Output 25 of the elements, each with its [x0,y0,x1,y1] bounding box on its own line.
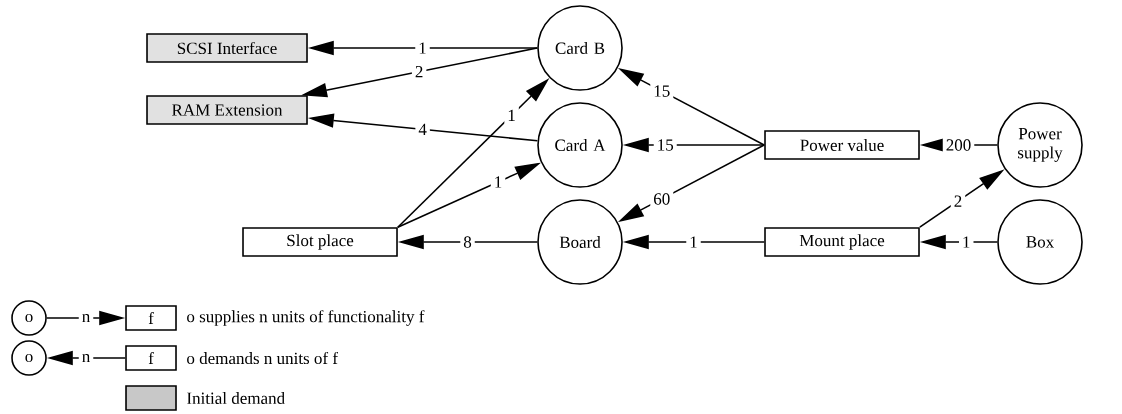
legend-text: o demands n units of f [187,351,338,365]
edge-label: 60 [654,193,670,205]
edge-label: 1 [419,42,426,54]
process-box: RAM Extension [146,95,308,125]
edge-label: 2 [954,195,962,207]
legend-text: Initial demand [187,392,285,404]
edge-label: 2 [415,65,423,78]
edge-label: 1 [690,236,697,248]
process-box: SCSI Interface [146,33,308,63]
edge-label: 1 [495,176,502,188]
edge-label: 15 [658,139,674,151]
edge-label: 200 [946,139,971,151]
process-box: Slot place [242,227,398,257]
process-box: f [125,345,177,371]
process-box: f [125,305,177,331]
edge-label: 4 [418,123,427,135]
edge-label: n [82,314,90,322]
legend-text: o supplies n units of functionality f [187,310,425,326]
edge-label: 8 [463,236,472,248]
process-box: Power value [764,130,920,160]
process-box: Mount place [764,227,920,257]
edge-label: 1 [508,109,515,121]
edge-label: n [82,354,90,362]
edge-label: 1 [963,236,970,248]
edge-label: 15 [654,85,670,97]
